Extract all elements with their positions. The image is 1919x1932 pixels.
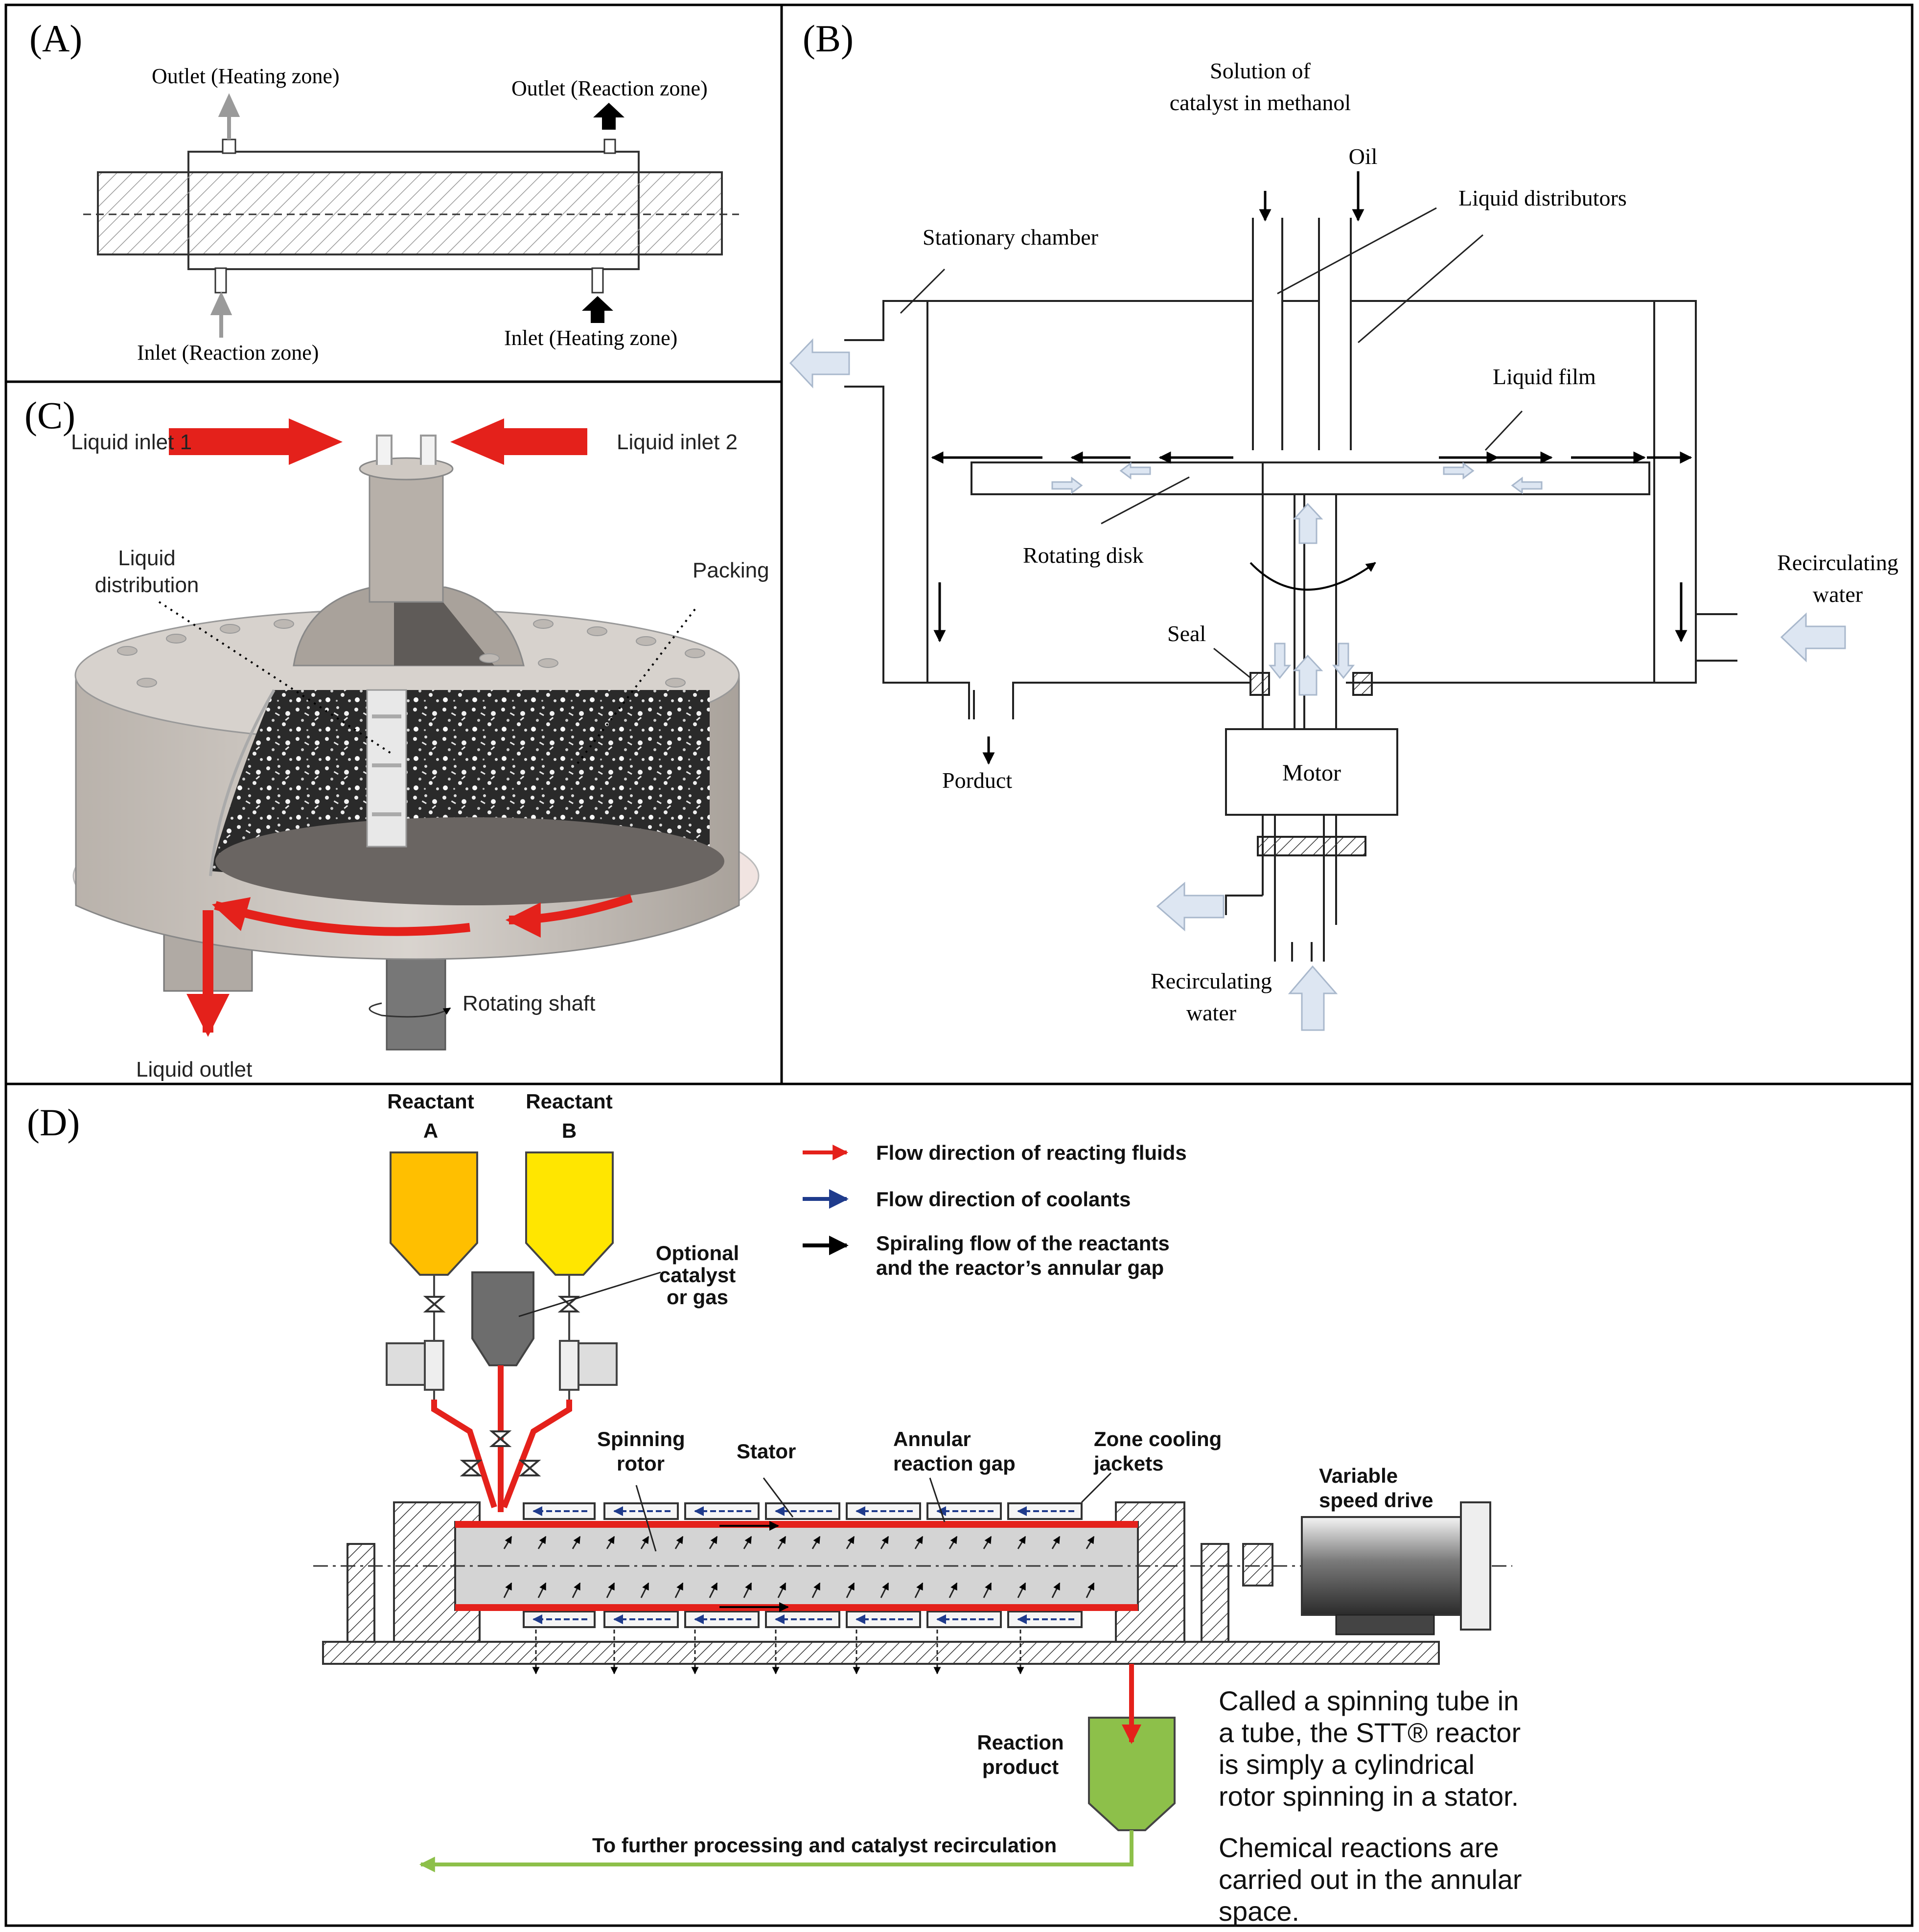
- inlet-heating-label: Inlet (Heating zone): [504, 326, 677, 350]
- description-line-4: rotor spinning in a stator.: [1219, 1781, 1519, 1812]
- reaction-product-label-2: product: [982, 1755, 1059, 1778]
- reactant-a-label-2: A: [423, 1119, 438, 1142]
- reactant-b-label-1: Reactant: [526, 1090, 612, 1113]
- product-label: Porduct: [942, 768, 1012, 793]
- description-line-7: space.: [1219, 1896, 1299, 1927]
- reaction-product-label-1: Reaction: [977, 1731, 1064, 1754]
- panel-d: (D): [27, 1090, 1522, 1927]
- liquid-inlet-1-label: Liquid inlet 1: [71, 430, 192, 454]
- liquid-inlet-2-label: Liquid inlet 2: [617, 430, 738, 454]
- inlet-reaction-arrow: [210, 291, 232, 338]
- liquid-distribution-label-2: distribution: [95, 573, 199, 597]
- annular-gap-label-1: Annular: [893, 1427, 971, 1450]
- seal-right: [1352, 672, 1373, 696]
- inlet-1-arrow: [169, 418, 343, 465]
- solution-label-2: catalyst in methanol: [1170, 90, 1351, 115]
- description-line-1: Called a spinning tube in: [1219, 1685, 1519, 1716]
- panel-b: (B) Motor: [789, 17, 1898, 1031]
- motor-box: [1225, 728, 1398, 816]
- hopper-catalyst: [471, 1271, 534, 1366]
- inflow-water-bottom-arrow: [1288, 965, 1338, 1031]
- outlet-heating-arrow: [218, 93, 240, 139]
- hopper-product: [1088, 1717, 1176, 1831]
- panel-c-label: (C): [24, 394, 75, 437]
- liquid-distribution-label-1: Liquid: [118, 546, 175, 570]
- packing-label: Packing: [693, 558, 769, 582]
- outflow-water-bottom-arrow: [1156, 881, 1225, 932]
- spinning-rotor-label-2: rotor: [617, 1452, 665, 1475]
- further-processing-label: To further processing and catalyst recir…: [592, 1834, 1057, 1857]
- description-line-3: is simply a cylindrical: [1219, 1749, 1475, 1780]
- rotating-disk-label: Rotating disk: [1023, 543, 1144, 568]
- optional-label-2: catalyst: [659, 1264, 736, 1287]
- outflow-water-arrow: [789, 338, 850, 389]
- liquid-distributors-label: Liquid distributors: [1458, 185, 1627, 210]
- seal-label: Seal: [1167, 621, 1206, 646]
- panel-a: (A) Outlet (Heating zone) Outlet (Reacti…: [29, 17, 739, 365]
- legend-red-label: Flow direction of reacting fluids: [876, 1141, 1187, 1164]
- reactant-b-label-2: B: [562, 1119, 577, 1142]
- optional-label-3: or gas: [667, 1286, 728, 1309]
- panel-b-label: (B): [803, 17, 854, 60]
- outlet-reaction-arrow: [593, 103, 624, 130]
- liquid-film-label: Liquid film: [1493, 364, 1596, 389]
- inlet-heating-arrow: [582, 296, 613, 323]
- optional-label-1: Optional: [656, 1242, 739, 1265]
- reactor-core: [97, 171, 723, 255]
- liquid-outlet-label: Liquid outlet: [136, 1058, 252, 1081]
- recirc-right-label-2: water: [1813, 582, 1863, 607]
- zone-cooling-label-2: jackets: [1093, 1452, 1163, 1475]
- panel-c: (C): [24, 394, 769, 1081]
- annular-gap-label-2: reaction gap: [893, 1452, 1016, 1475]
- rotating-disk: [971, 461, 1650, 495]
- legend-black-label-2: and the reactor’s annular gap: [876, 1256, 1164, 1279]
- panel-borders: [4, 3, 1914, 1927]
- seal-left: [1249, 672, 1270, 696]
- zone-cooling-label-1: Zone cooling: [1094, 1427, 1222, 1450]
- panel-d-label: (D): [27, 1101, 80, 1144]
- reactant-a-label-1: Reactant: [387, 1090, 474, 1113]
- stator-label: Stator: [737, 1440, 796, 1463]
- outlet-reaction-label: Outlet (Reaction zone): [511, 76, 708, 100]
- inlet-reaction-label: Inlet (Reaction zone): [137, 341, 319, 365]
- outlet-heating-label: Outlet (Heating zone): [152, 64, 340, 88]
- rotating-shaft-label: Rotating shaft: [462, 991, 596, 1015]
- recirc-bottom-label-2: water: [1186, 1000, 1236, 1025]
- legend: [803, 1145, 849, 1255]
- inflow-water-right-arrow: [1780, 612, 1846, 663]
- solution-label-1: Solution of: [1210, 58, 1311, 83]
- recirc-bottom-label-1: Recirculating: [1151, 968, 1272, 993]
- inlet-2-arrow: [450, 418, 587, 465]
- hopper-b: [525, 1151, 614, 1276]
- coupling: [1257, 836, 1366, 856]
- description-line-6: carried out in the annular: [1219, 1864, 1522, 1895]
- variable-drive-label-1: Variable: [1319, 1464, 1398, 1487]
- legend-black-label-1: Spiraling flow of the reactants: [876, 1232, 1170, 1255]
- recirc-right-label-1: Recirculating: [1777, 550, 1898, 575]
- oil-label: Oil: [1349, 144, 1378, 169]
- description-line-2: a tube, the STT® reactor: [1219, 1717, 1521, 1748]
- hopper-a: [390, 1151, 478, 1276]
- description-line-5: Chemical reactions are: [1219, 1832, 1499, 1863]
- spinning-rotor-label-1: Spinning: [597, 1427, 685, 1450]
- legend-blue-label: Flow direction of coolants: [876, 1188, 1131, 1211]
- stationary-chamber-label: Stationary chamber: [923, 225, 1098, 250]
- motor-label: Motor: [1282, 760, 1341, 786]
- variable-drive-label-2: speed drive: [1319, 1489, 1433, 1512]
- panel-a-label: (A): [29, 17, 82, 60]
